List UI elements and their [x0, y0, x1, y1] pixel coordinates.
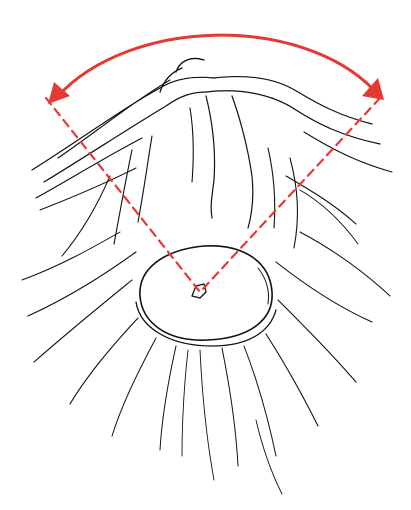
- strand-lower-right-6: [300, 232, 390, 296]
- strand-lower-right-5: [222, 348, 238, 466]
- crest-fold-3: [190, 108, 193, 182]
- arrowhead-left: [48, 82, 70, 104]
- dashed-line-right: [200, 98, 380, 292]
- strand-upper-right-5: [300, 190, 358, 244]
- strand-bottom-2: [182, 350, 188, 456]
- strand-upper-left-3: [36, 138, 142, 198]
- angle-arc: [58, 35, 374, 96]
- strand-lower-left-4: [112, 338, 156, 436]
- sketch-strokes: [22, 59, 392, 495]
- crest-fold-1: [206, 96, 215, 218]
- strand-bottom-3: [256, 420, 282, 494]
- strand-lower-right-3: [266, 334, 318, 426]
- strand-lower-left-3: [70, 318, 138, 404]
- side-strand-right-2: [290, 158, 297, 248]
- strand-upper-right-1: [214, 77, 372, 124]
- strand-upper-right-2: [206, 91, 380, 144]
- side-strand-left-3: [62, 176, 110, 256]
- strand-lower-left-5: [160, 346, 176, 450]
- strand-lower-right-2: [278, 300, 356, 382]
- strand-lower-right-4: [244, 346, 276, 456]
- central-disc-outline: [140, 246, 272, 340]
- strand-lower-left-1: [28, 252, 136, 316]
- crest-fold-2: [232, 96, 253, 228]
- side-strand-left-1: [138, 136, 152, 222]
- strand-upper-left-2: [44, 92, 206, 182]
- strand-lower-left-2: [34, 280, 132, 362]
- crest-line-1: [176, 59, 204, 73]
- side-strand-left-2: [114, 150, 132, 244]
- strand-bottom-1: [200, 350, 214, 480]
